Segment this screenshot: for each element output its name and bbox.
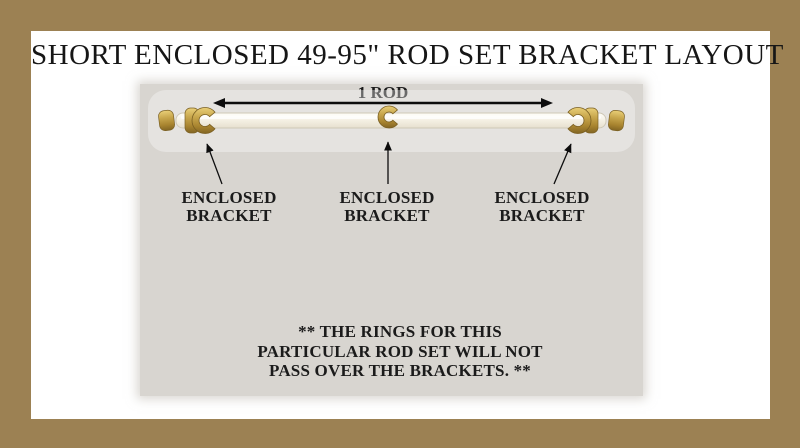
rod-assembly-graphic [148,90,635,185]
bracket-label-line: ENCLOSED [494,188,590,207]
measurement-arrow [213,98,553,108]
diagram-panel: 1 ROD [140,83,643,396]
page-title: SHORT ENCLOSED 49-95" ROD SET BRACKET LA… [31,39,784,71]
bracket-label-left: ENCLOSED BRACKET [149,189,309,225]
note-line: PARTICULAR ROD SET WILL NOT [257,341,543,361]
left-end-cap [158,109,175,131]
bracket-label-center: ENCLOSED BRACKET [307,189,467,225]
bracket-label-line: BRACKET [186,206,272,225]
center-bracket [377,105,398,129]
bracket-label-line: BRACKET [344,206,430,225]
bracket-label-line: BRACKET [499,206,585,225]
arrowhead-right [541,98,553,108]
bracket-label-line: ENCLOSED [181,188,277,207]
rings-warning-note: ** THE RINGS FOR THIS PARTICULAR ROD SET… [235,322,565,381]
right-bracket [567,107,599,134]
white-card: SHORT ENCLOSED 49-95" ROD SET BRACKET LA… [31,31,784,419]
arrowhead-left [213,98,225,108]
right-end-cap [608,109,625,132]
rod-tube-highlight [181,115,601,119]
pointer-arrow-right [553,143,572,185]
left-bracket [184,107,216,134]
pointer-arrow-left [206,143,223,185]
note-line: ** THE RINGS FOR THIS [298,322,502,341]
bracket-label-right: ENCLOSED BRACKET [462,189,622,225]
bracket-label-line: ENCLOSED [339,188,435,207]
note-line: PASS OVER THE BRACKETS. ** [269,361,531,380]
rod-count-label: 1 ROD [357,83,409,102]
